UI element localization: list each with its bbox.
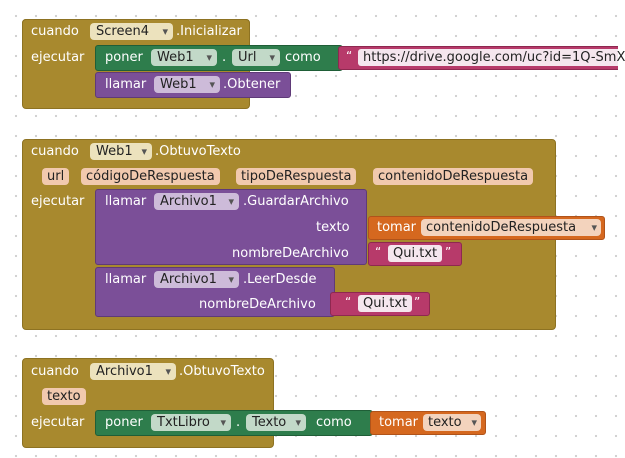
method-name-label: .GuardarArchivo [243, 194, 349, 209]
component-dropdown-web1[interactable]: Web1 [151, 49, 217, 66]
set-txtlibro-text-block[interactable] [95, 410, 373, 436]
component-dropdown-web1-call[interactable]: Web1 [154, 76, 220, 93]
do-label: ejecutar [31, 415, 85, 430]
to-label: como [316, 415, 352, 430]
set-label: poner [105, 415, 143, 430]
call-label: llamar [105, 77, 147, 92]
text-block-filename-read[interactable] [330, 292, 430, 316]
call-label: llamar [105, 194, 147, 209]
filename-string-value-read[interactable]: Qui.txt [358, 295, 413, 312]
dot-label: . [236, 415, 241, 430]
set-label: poner [105, 50, 143, 65]
dot-label: . [222, 50, 227, 65]
to-label: como [285, 50, 321, 65]
param-response-content[interactable]: contenidoDeRespuesta [373, 168, 534, 185]
component-dropdown-txtlibro[interactable]: TxtLibro [151, 414, 231, 431]
method-name-label: .LeerDesde [243, 272, 317, 287]
property-dropdown-url[interactable]: Url [232, 49, 280, 66]
component-dropdown-archivo1[interactable]: Archivo1 [154, 193, 239, 210]
variable-dropdown-response-content[interactable]: contenidoDeRespuesta [421, 219, 601, 236]
open-quote-icon: “ [375, 245, 382, 259]
param-response-type[interactable]: tipoDeRespuesta [236, 168, 357, 185]
component-dropdown-screen4[interactable]: Screen4 [90, 23, 173, 40]
url-string-value[interactable]: https://drive.google.com/uc?id=1Q-SmX [358, 49, 625, 66]
open-quote-icon: “ [346, 49, 353, 63]
close-quote-icon: ” [445, 245, 452, 259]
get-label: tomar [377, 220, 417, 235]
component-dropdown-archivo1[interactable]: Archivo1 [90, 363, 176, 380]
param-response-code[interactable]: códigoDeRespuesta [81, 168, 220, 185]
method-name-label: .Obtener [223, 77, 281, 92]
event-name-label: .Inicializar [176, 24, 242, 39]
open-quote-icon: “ [345, 295, 352, 309]
when-label: cuando [31, 364, 79, 379]
arg-filename-label: nombreDeArchivo [199, 297, 316, 312]
when-label: cuando [31, 144, 79, 159]
variable-dropdown-text[interactable]: texto [423, 414, 481, 431]
when-label: cuando [31, 24, 79, 39]
get-label: tomar [379, 415, 419, 430]
call-label: llamar [105, 272, 147, 287]
component-dropdown-archivo1-read[interactable]: Archivo1 [154, 271, 239, 288]
param-text[interactable]: texto [42, 388, 86, 405]
event-name-label: .ObtuvoTexto [179, 364, 265, 379]
param-url[interactable]: url [42, 168, 70, 185]
close-quote-icon: ” [414, 295, 421, 309]
filename-string-value[interactable]: Qui.txt [388, 245, 443, 262]
set-web1-url-block[interactable] [95, 45, 343, 71]
property-dropdown-text[interactable]: Texto [246, 414, 306, 431]
do-label: ejecutar [31, 50, 85, 65]
do-label: ejecutar [31, 194, 85, 209]
arg-text-label: texto [316, 220, 350, 235]
event-name-label: .ObtuvoTexto [155, 144, 241, 159]
component-dropdown-web1[interactable]: Web1 [90, 143, 152, 160]
arg-filename-label: nombreDeArchivo [232, 246, 349, 261]
